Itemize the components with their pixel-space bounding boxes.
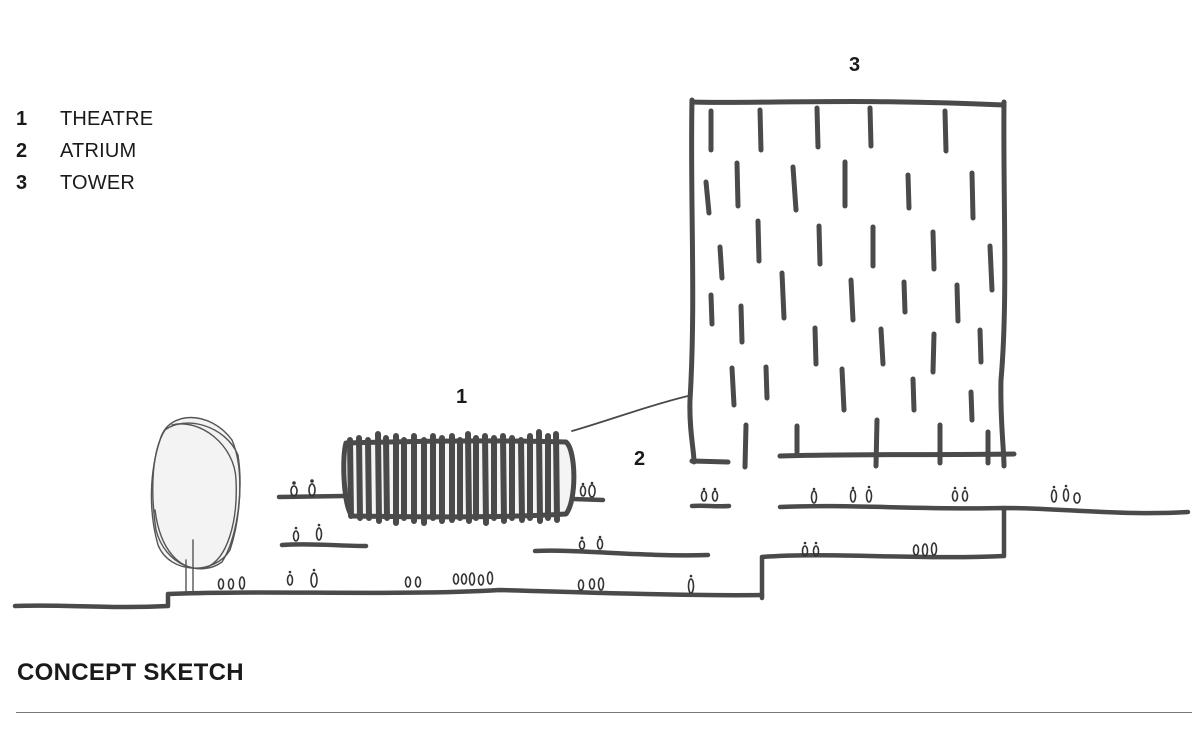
legend-item-theatre: 1 THEATRE <box>16 103 153 135</box>
legend-number: 2 <box>16 139 28 162</box>
caption-divider <box>16 712 1192 713</box>
ground-line <box>12 493 1191 610</box>
legend-label: THEATRE <box>60 107 154 130</box>
tower-windows <box>703 105 995 470</box>
legend-item-atrium: 2 ATRIUM <box>16 135 153 167</box>
theatre-volume <box>341 429 577 526</box>
legend-number: 3 <box>16 171 28 194</box>
legend-label: ATRIUM <box>60 139 137 162</box>
tower-label: 3 <box>849 54 861 76</box>
legend-number: 1 <box>16 107 28 130</box>
theatre-label: 1 <box>456 386 468 408</box>
figure-caption: CONCEPT SKETCH <box>17 659 244 686</box>
atrium-roof-line <box>571 395 689 432</box>
people-figures <box>217 479 1081 594</box>
legend-label: TOWER <box>60 171 136 194</box>
legend: 1 THEATRE 2 ATRIUM 3 TOWER <box>16 103 153 199</box>
tree-icon <box>150 416 241 595</box>
atrium-label: 2 <box>634 448 646 470</box>
legend-item-tower: 3 TOWER <box>16 167 153 199</box>
